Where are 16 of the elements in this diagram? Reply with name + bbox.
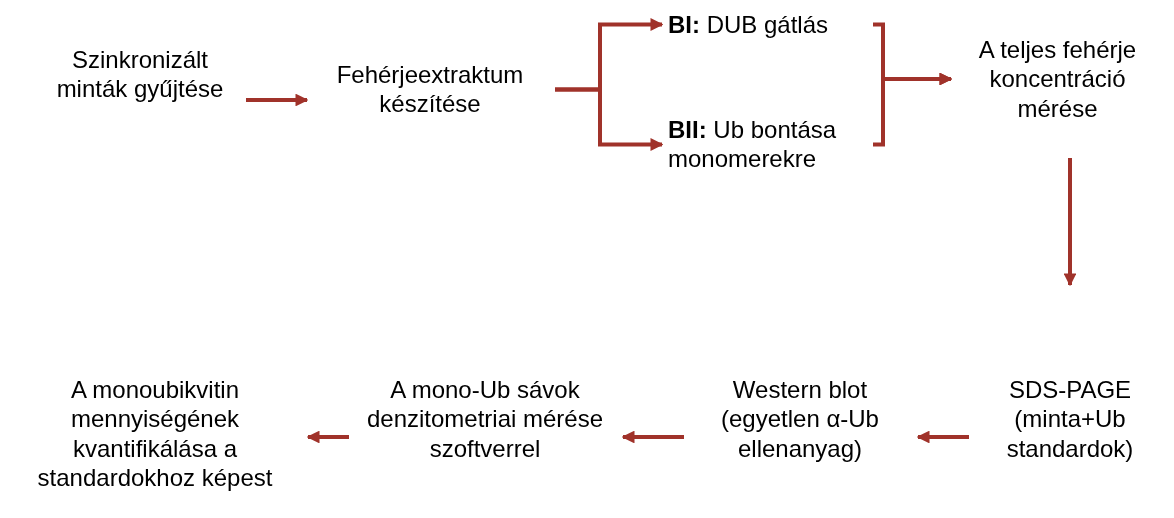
arrow xyxy=(555,87,664,151)
step-text: A teljes fehérje koncentráció mérése xyxy=(955,35,1160,123)
step-text: SDS-PAGE (minta+Ub standardok) xyxy=(975,375,1165,463)
step-text: A mono-Ub sávok denzitometriai mérése szoftverrel xyxy=(355,375,615,463)
arrow xyxy=(306,430,349,444)
arrow xyxy=(621,430,684,444)
arrow xyxy=(1063,158,1077,287)
step-text: Szinkronizált minták gyűjtése xyxy=(40,45,240,104)
step-text: BII: Ub bontása monomerekre xyxy=(668,115,873,174)
step-text: Western blot (egyetlen α-Ub ellenanyag) xyxy=(690,375,910,463)
arrow xyxy=(246,93,309,107)
arrow xyxy=(873,72,953,147)
arrow xyxy=(916,430,969,444)
step-text: Fehérjeextraktum készítése xyxy=(315,60,545,119)
step-text: A monoubikvitin mennyiségének kvantifikálása a standardokhoz képest xyxy=(10,375,300,493)
step-text: BI: DUB gátlás xyxy=(668,10,873,40)
